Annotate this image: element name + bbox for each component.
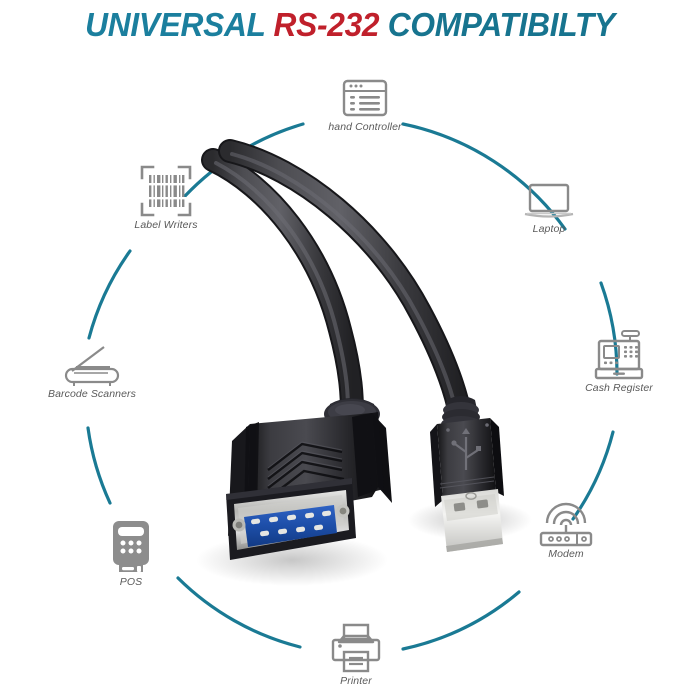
laptop-icon	[524, 183, 574, 218]
usb-a-connector	[430, 396, 504, 552]
usb-cord-highlight	[230, 152, 458, 414]
arc-laptop-to-cash	[599, 281, 619, 376]
node-laptop[interactable]: Laptop	[479, 182, 619, 235]
barcode-scanner-icon	[64, 346, 120, 386]
title-part-compatibilty: COMPATIBILTY	[379, 6, 615, 43]
usb-dot-right	[485, 423, 489, 427]
db9-cord-highlight	[214, 161, 350, 414]
arc-barcode-to-label	[87, 249, 132, 340]
db9-serial-connector	[226, 398, 392, 560]
barcode-bars	[149, 175, 185, 207]
node-barcode-scanners[interactable]: Barcode Scanners	[22, 345, 162, 400]
node-cash-register[interactable]: Cash Register	[549, 329, 689, 394]
usb-cord	[220, 141, 470, 424]
node-hand-controller[interactable]: hand Controller	[295, 78, 435, 133]
pos-terminal-icon	[113, 521, 149, 572]
printer-icon	[331, 623, 381, 673]
usb-trident-icon	[451, 428, 481, 470]
arc-cash-to-modem	[571, 430, 615, 521]
node-label-laptop: Laptop	[532, 223, 566, 235]
node-pos[interactable]: POS	[61, 519, 201, 588]
cash-register-icon	[594, 330, 644, 380]
node-label-pos: POS	[119, 576, 143, 588]
arc-modem-to-printer	[401, 590, 521, 651]
arc-printer-to-pos	[176, 576, 302, 649]
node-label-printer: Printer	[340, 675, 372, 687]
node-modem[interactable]: Modem	[496, 499, 636, 560]
usb-tip-cutouts	[453, 492, 489, 512]
page-title: UNIVERSAL RS-232 COMPATIBILTY	[14, 6, 686, 44]
barcode-label-icon	[140, 165, 192, 217]
db9-jackscrews	[232, 504, 350, 532]
node-label-modem: Modem	[548, 548, 584, 560]
node-label-barcode-scanners: Barcode Scanners	[48, 388, 136, 400]
title-part-universal: UNIVERSAL	[85, 6, 274, 43]
modem-router-icon	[539, 502, 593, 547]
node-label-writers[interactable]: Label Writers	[96, 164, 236, 231]
db9-pins	[251, 510, 332, 537]
node-label-hand-controller: hand Controller	[328, 121, 402, 133]
title-part-rs232: RS-232	[273, 6, 380, 43]
arc-pos-to-barcode	[86, 426, 112, 505]
node-label-cash-register: Cash Register	[585, 382, 653, 394]
browser-window-icon	[342, 79, 388, 117]
usb-dot-left	[446, 428, 450, 432]
node-printer[interactable]: Printer	[286, 622, 426, 687]
node-label-label-writers: Label Writers	[134, 219, 198, 231]
